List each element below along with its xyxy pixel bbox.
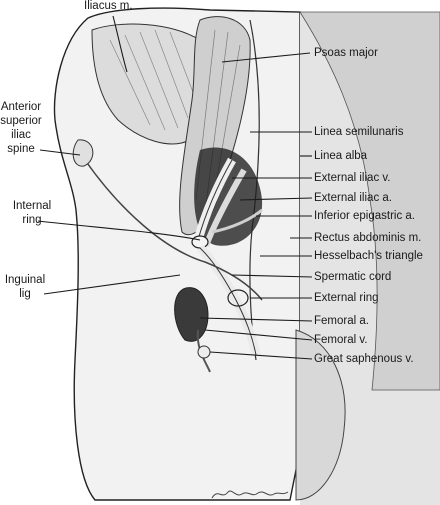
label-femoral-a: Femoral a. [314,315,369,327]
femoral-opening [174,287,209,342]
saphenous-opening [197,345,211,359]
label-external-iliac-v: External iliac v. [314,172,391,184]
label-femoral-v: Femoral v. [314,334,368,346]
rectus-abdominis-shape [299,11,440,391]
label-inferior-epigastric-a: Inferior epigastric a. [314,210,415,222]
label-inguinal-lig-line1: Inguinal [4,274,46,286]
label-asis-line1: Anterior [0,101,42,113]
label-rectus-abdominis: Rectus abdominis m. [314,232,422,244]
label-linea-semilunaris: Linea semilunaris [314,126,404,138]
label-psoas-major: Psoas major [314,47,378,59]
label-internal-ring-line1: Internal [12,200,52,212]
label-asis-line4: spine [7,143,35,155]
leader-lines [37,15,313,360]
external-ring [227,289,249,307]
label-asis-line3: iliac [11,129,31,141]
asis-bump [72,139,94,167]
label-iliacus: Iliacus m. [84,0,133,12]
inguinal-ligament [84,159,263,301]
external-iliac-vein-outline [197,159,233,241]
scrotal-region [295,329,346,501]
label-external-iliac-a: External iliac a. [314,192,392,204]
body-outline [53,7,301,501]
artist-signature [211,490,289,499]
internal-ring [191,235,209,249]
label-linea-alba: Linea alba [314,150,368,162]
label-internal-ring-line2: ring [22,214,42,226]
label-inguinal-lig-line2: lig [19,288,31,300]
label-great-saphenous-v: Great saphenous v. [314,353,414,365]
label-asis-line2: superior [0,115,42,127]
spermatic-cord-outline [199,247,257,356]
label-hesselbach-triangle: Hesselbach's triangle [314,250,423,262]
label-external-ring: External ring [314,292,379,304]
label-spermatic-cord: Spermatic cord [314,271,392,283]
inferior-epigastric-artery [211,208,263,234]
